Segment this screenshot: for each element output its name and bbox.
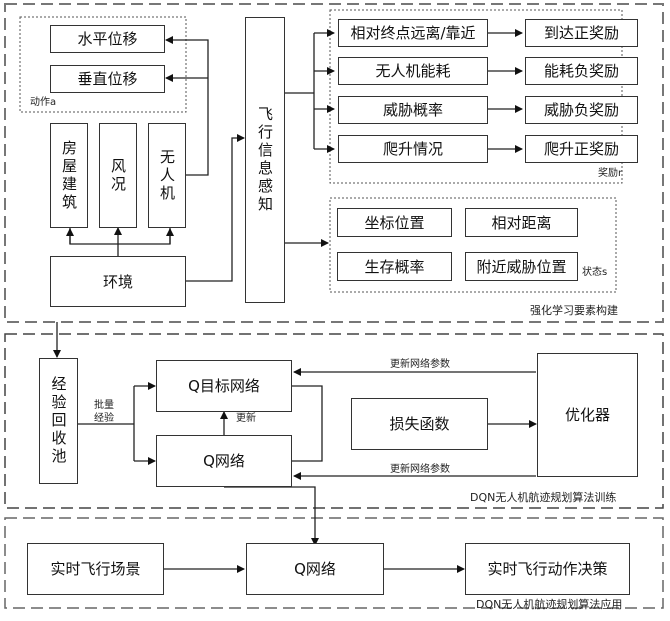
reward-factor-climb: 爬升情况 [338,135,488,163]
section-label-application: DQN无人机航迹规划算法应用 [476,598,623,611]
section-frame-application [4,517,664,609]
optimizer-box: 优化器 [537,353,638,477]
loss-function-box: 损失函数 [351,398,488,450]
action-vertical: 垂直位移 [50,65,165,93]
section-label-training: DQN无人机航迹规划算法训练 [470,491,617,504]
action-group-label: 动作a [30,97,57,108]
state-survival: 生存概率 [337,252,452,281]
action-decision-box: 实时飞行动作决策 [465,543,630,595]
reward-group-frame [329,9,623,184]
reward-climb: 爬升正奖励 [525,135,638,163]
app-q-network-box: Q网络 [246,543,384,595]
reward-arrival: 到达正奖励 [525,19,638,47]
state-nearby-threat: 附近威胁位置 [465,252,578,281]
perception-box: 飞行信息感知 [245,17,285,303]
state-group-label: 状态s [582,267,608,278]
batch-experience-label: 批量 经验 [94,400,114,424]
replay-pool-box: 经验回收池 [39,358,78,484]
reward-threat: 威胁负奖励 [525,96,638,124]
arrow-env-to-perception [186,134,245,282]
state-group-frame [329,197,617,293]
reward-factor-threat: 威胁概率 [338,96,488,124]
section-frame-rl [4,3,664,323]
realtime-scene-box: 实时飞行场景 [27,543,164,595]
environment-box: 环境 [50,256,186,307]
env-child-wind: 风况 [99,123,137,228]
section-label-rl: 强化学习要素构建 [530,304,618,317]
section-frame-training [4,333,664,509]
state-relative-distance: 相对距离 [465,208,578,237]
reward-energy: 能耗负奖励 [525,57,638,85]
env-child-buildings: 房屋建筑 [50,123,88,228]
reward-group-label: 奖励r [598,168,623,179]
reward-factor-energy: 无人机能耗 [338,57,488,85]
reward-factor-distance: 相对终点远离/靠近 [338,19,488,47]
action-group-frame [19,16,187,113]
arrow-uav-to-horizontal [165,36,209,176]
action-horizontal: 水平位移 [50,25,165,53]
env-child-uav: 无人机 [148,123,186,228]
q-network-box: Q网络 [156,435,292,487]
param-update-top-label: 更新网络参数 [390,359,450,370]
target-network-box: Q目标网络 [156,360,292,412]
state-coordinate: 坐标位置 [337,208,452,237]
param-update-bottom-label: 更新网络参数 [390,464,450,475]
arrow-to-app-qnet [224,486,319,546]
update-label: 更新 [236,413,256,424]
